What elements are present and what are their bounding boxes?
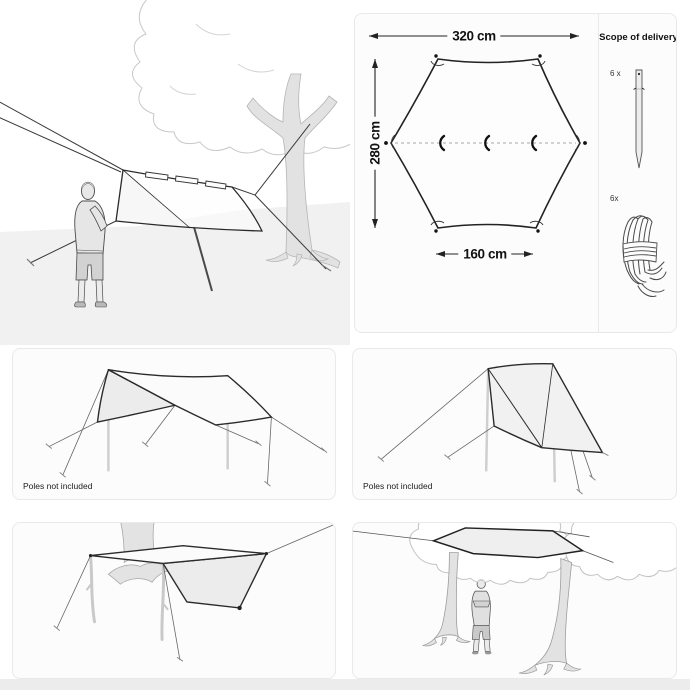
- rope-quantity-label: 6x: [610, 194, 619, 203]
- dimensions-and-scope-panel: 320 cm 280 cm 160 cm Scope of delivery 6…: [354, 13, 677, 333]
- a-frame-pitch-drawing: [377, 362, 609, 495]
- poles-not-included-caption: Poles not included: [23, 481, 93, 491]
- width-dimension-label: 320 cm: [447, 28, 501, 44]
- tent-peg-illustration: [633, 69, 645, 169]
- poles-not-included-caption: Poles not included: [363, 481, 433, 491]
- canopy-between-trees-drawing: [353, 523, 676, 676]
- height-dimension-label: 280 cm: [367, 116, 383, 170]
- person-tree-tarp-drawing: [0, 0, 357, 345]
- front-edge-dimension-label: 160 cm: [458, 246, 512, 262]
- wing-pitch-drawing: [45, 368, 328, 487]
- setup-panel-wing-pitch: Poles not included: [12, 348, 336, 500]
- bottom-background-strip: [0, 679, 690, 690]
- setup-panel-a-frame-pitch: Poles not included: [352, 348, 677, 500]
- main-setup-illustration: [0, 0, 357, 345]
- person-figure: [74, 181, 108, 308]
- setup-panel-canopy-between-trees: [352, 522, 677, 679]
- setup-panel-tree-trunk-pitch: [12, 522, 336, 679]
- tarp-dimension-diagram: [369, 33, 587, 257]
- guy-rope-illustration: [622, 215, 667, 297]
- peg-quantity-label: 6 x: [610, 69, 621, 78]
- person-figure: [471, 578, 492, 655]
- tree-trunk-pitch-drawing: [53, 523, 334, 662]
- scope-of-delivery-title: Scope of delivery: [599, 32, 677, 43]
- scope-of-delivery-section: Scope of delivery 6 x 6x: [598, 14, 677, 332]
